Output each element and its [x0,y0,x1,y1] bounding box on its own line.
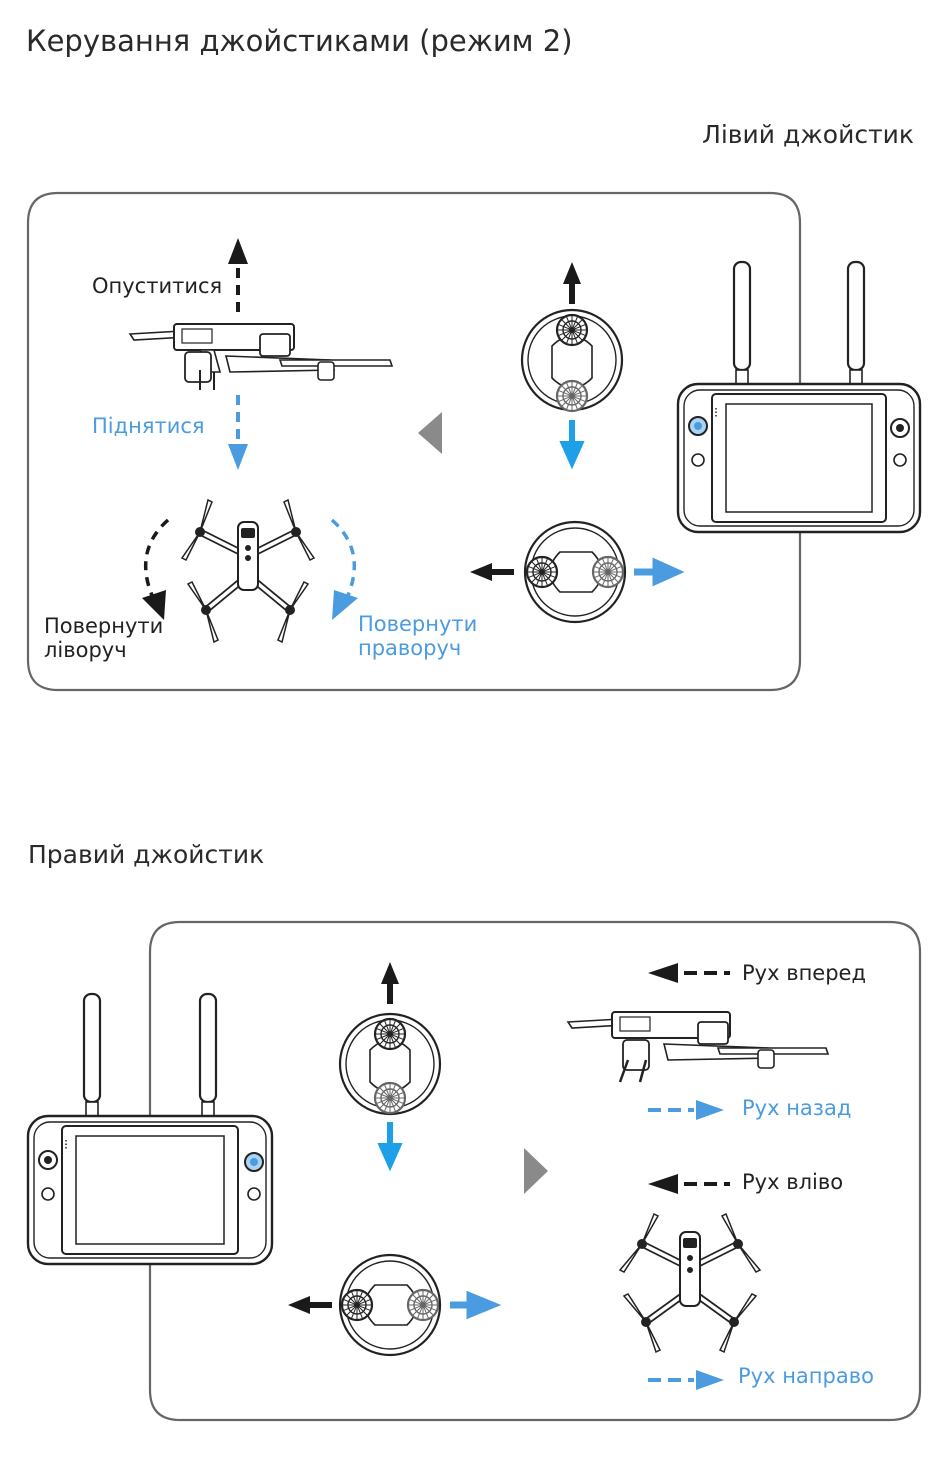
label-left: Рух вліво [742,1170,843,1194]
turn-left-arrow [142,520,168,620]
drone-top-view-icon-2 [620,1214,760,1352]
label-forward: Рух вперед [742,961,866,985]
label-turn-right-line1: Повернути [358,612,477,636]
label-turn-right: Повернути праворуч [358,612,477,660]
label-backward: Рух назад [742,1096,851,1120]
right-stick-vertical-icon [340,962,440,1164]
right-stick-horizontal-icon [288,1255,492,1355]
label-turn-left-line1: Повернути [44,614,163,638]
drone-side-view-icon-2 [568,1012,828,1082]
left-stick-vertical-icon [522,262,622,462]
drone-top-view-icon [182,500,314,642]
pointer-triangle-right [524,1148,548,1194]
label-right: Рух направо [738,1364,874,1388]
label-ascend: Піднятися [92,414,205,438]
turn-right-arrow [332,520,358,620]
label-turn-right-line2: праворуч [358,636,477,660]
label-turn-left: Повернути ліворуч [44,614,163,662]
left-stick-horizontal-icon [470,522,676,622]
descend-arrow [228,238,248,312]
right-move-arrow [648,1370,724,1390]
pointer-triangle-left [418,412,442,454]
left-move-arrow [648,1174,730,1194]
backward-arrow [648,1100,724,1120]
label-turn-left-line2: ліворуч [44,638,163,662]
drone-side-view-icon [130,324,392,390]
ascend-arrow [228,395,248,470]
forward-arrow [648,963,730,983]
label-descend: Опуститися [92,274,222,298]
